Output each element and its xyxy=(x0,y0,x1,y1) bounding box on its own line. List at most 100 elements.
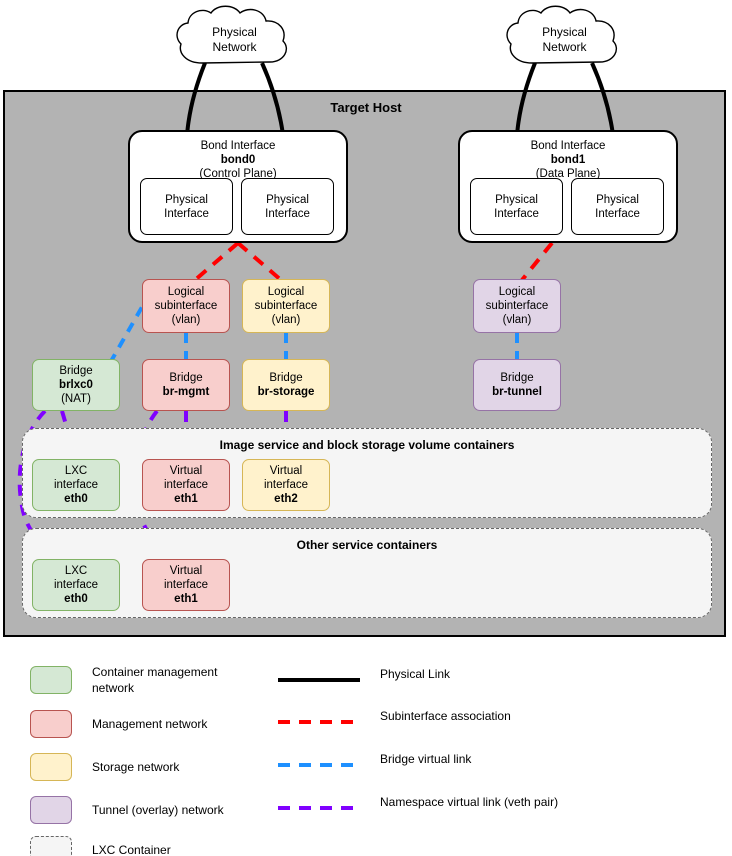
legend-item-subinterface-association: Subinterface association xyxy=(278,708,511,724)
legend-item-tunnel: Tunnel (overlay) network xyxy=(30,796,224,824)
logical-subinterface-tunnel[interactable]: Logical subinterface (vlan) xyxy=(473,279,561,333)
cloud-left-line2: Network xyxy=(212,40,257,54)
logical-subinterface-mgmt[interactable]: Logical subinterface (vlan) xyxy=(142,279,230,333)
br-mgmt-line1: Bridge xyxy=(169,372,203,384)
bond0-phys2-line1: Physical xyxy=(266,193,309,206)
sub-mgmt-line3: (vlan) xyxy=(171,314,201,326)
legend-item-storage: Storage network xyxy=(30,753,179,781)
a-eth2-line2: interface xyxy=(263,479,309,491)
legend-line-subinterface-association xyxy=(278,713,360,724)
bridge-br-tunnel[interactable]: Bridge br-tunnel xyxy=(473,359,561,411)
sub-tunnel-line1: Logical xyxy=(498,286,536,298)
legend: Container management network Management … xyxy=(0,648,732,856)
virtual-interface-a-eth1[interactable]: Virtual interface eth1 xyxy=(142,459,230,511)
legend-item-container-management: Container management network xyxy=(30,664,217,696)
cloud-right-line1: Physical xyxy=(542,25,587,39)
legend-item-lxc-container: LXC Container xyxy=(30,836,171,856)
a-eth1-name: eth1 xyxy=(174,493,198,505)
a-eth0-line1: LXC xyxy=(64,465,88,477)
a-eth0-line2: interface xyxy=(53,479,99,491)
sub-tunnel-line2: subinterface xyxy=(485,300,549,312)
bridge-br-storage[interactable]: Bridge br-storage xyxy=(242,359,330,411)
legend-swatch-storage xyxy=(30,753,72,781)
legend-item-bridge-virtual-link: Bridge virtual link xyxy=(278,751,471,767)
br-mgmt-name: br-mgmt xyxy=(162,386,210,398)
b-eth0-line1: LXC xyxy=(64,565,88,577)
bond1-plane: (Data Plane) xyxy=(535,168,601,180)
br-tunnel-line1: Bridge xyxy=(500,372,534,384)
legend-label-container-management: Container management network xyxy=(92,665,218,695)
bond1-phys1-line1: Physical xyxy=(495,193,538,206)
bond1-label: Bond Interface xyxy=(530,140,606,152)
legend-line-namespace-virtual-link xyxy=(278,799,360,810)
bond0-phys1-line2: Interface xyxy=(164,207,209,220)
legend-label-bridge-virtual-link: Bridge virtual link xyxy=(380,752,472,766)
cloud-right-line2: Network xyxy=(542,40,587,54)
legend-label-subinterface-association: Subinterface association xyxy=(380,709,511,723)
bond1-phys1-line2: Interface xyxy=(494,207,539,220)
bond0-phys1-line1: Physical xyxy=(165,193,208,206)
a-eth2-name: eth2 xyxy=(274,493,298,505)
lxc-panel-other-services: Other service containers xyxy=(22,528,712,618)
lxc-interface-a-eth0[interactable]: LXC interface eth0 xyxy=(32,459,120,511)
sub-mgmt-line2: subinterface xyxy=(154,300,218,312)
br-lxc-line3: (NAT) xyxy=(61,393,91,405)
legend-swatch-management xyxy=(30,710,72,738)
lxc-panel-image-block-storage-title: Image service and block storage volume c… xyxy=(219,438,515,452)
br-lxc-name: brlxc0 xyxy=(59,379,93,391)
legend-swatch-lxc-container xyxy=(30,836,72,856)
legend-label-namespace-virtual-link: Namespace virtual link (veth pair) xyxy=(380,795,559,809)
bond1-phys2-line2: Interface xyxy=(595,207,640,220)
br-storage-line1: Bridge xyxy=(269,372,303,384)
legend-item-management: Management network xyxy=(30,710,207,738)
bond0-phys2-line2: Interface xyxy=(265,207,310,220)
a-eth1-line2: interface xyxy=(163,479,209,491)
bridge-brlxc0[interactable]: Bridge brlxc0 (NAT) xyxy=(32,359,120,411)
legend-line-bridge-virtual-link xyxy=(278,756,360,767)
legend-line-physical-link xyxy=(278,671,360,682)
a-eth1-line1: Virtual xyxy=(169,465,203,477)
br-tunnel-name: br-tunnel xyxy=(492,386,542,398)
sub-storage-line1: Logical xyxy=(267,286,305,298)
physical-network-cloud-right: Physical Network xyxy=(502,5,627,75)
lxc-panel-image-block-storage: Image service and block storage volume c… xyxy=(22,428,712,518)
bond0-physical-interface-1[interactable]: Physical Interface xyxy=(140,178,233,235)
page-title: Target Host xyxy=(330,100,402,115)
logical-subinterface-storage[interactable]: Logical subinterface (vlan) xyxy=(242,279,330,333)
bond0-physical-interface-2[interactable]: Physical Interface xyxy=(241,178,334,235)
lxc-interface-b-eth0[interactable]: LXC interface eth0 xyxy=(32,559,120,611)
bond1-name: bond1 xyxy=(550,154,586,166)
lxc-panel-other-services-title: Other service containers xyxy=(296,538,438,552)
legend-label-tunnel: Tunnel (overlay) network xyxy=(92,803,224,817)
b-eth0-name: eth0 xyxy=(64,593,88,605)
bridge-br-mgmt[interactable]: Bridge br-mgmt xyxy=(142,359,230,411)
legend-label-storage: Storage network xyxy=(92,760,180,774)
sub-storage-line3: (vlan) xyxy=(271,314,301,326)
bond0-name: bond0 xyxy=(220,154,256,166)
sub-storage-line2: subinterface xyxy=(254,300,318,312)
legend-item-physical-link: Physical Link xyxy=(278,666,450,682)
b-eth1-line2: interface xyxy=(163,579,209,591)
cloud-left-line1: Physical xyxy=(212,25,257,39)
legend-item-namespace-virtual-link: Namespace virtual link (veth pair) xyxy=(278,794,558,810)
bond0-label: Bond Interface xyxy=(200,140,276,152)
bond0-plane: (Control Plane) xyxy=(199,168,277,180)
legend-label-physical-link: Physical Link xyxy=(380,667,451,681)
legend-label-lxc-container: LXC Container xyxy=(92,843,171,856)
physical-network-cloud-left: Physical Network xyxy=(172,5,297,75)
a-eth2-line1: Virtual xyxy=(269,465,303,477)
legend-label-management: Management network xyxy=(92,717,208,731)
br-storage-name: br-storage xyxy=(257,386,315,398)
sub-tunnel-line3: (vlan) xyxy=(502,314,532,326)
bond1-physical-interface-2[interactable]: Physical Interface xyxy=(571,178,664,235)
virtual-interface-b-eth1[interactable]: Virtual interface eth1 xyxy=(142,559,230,611)
legend-swatch-tunnel xyxy=(30,796,72,824)
bond1-physical-interface-1[interactable]: Physical Interface xyxy=(470,178,563,235)
b-eth0-line2: interface xyxy=(53,579,99,591)
bond1-phys2-line1: Physical xyxy=(596,193,639,206)
sub-mgmt-line1: Logical xyxy=(167,286,205,298)
b-eth1-name: eth1 xyxy=(174,593,198,605)
virtual-interface-a-eth2[interactable]: Virtual interface eth2 xyxy=(242,459,330,511)
br-lxc-line1: Bridge xyxy=(59,365,93,377)
